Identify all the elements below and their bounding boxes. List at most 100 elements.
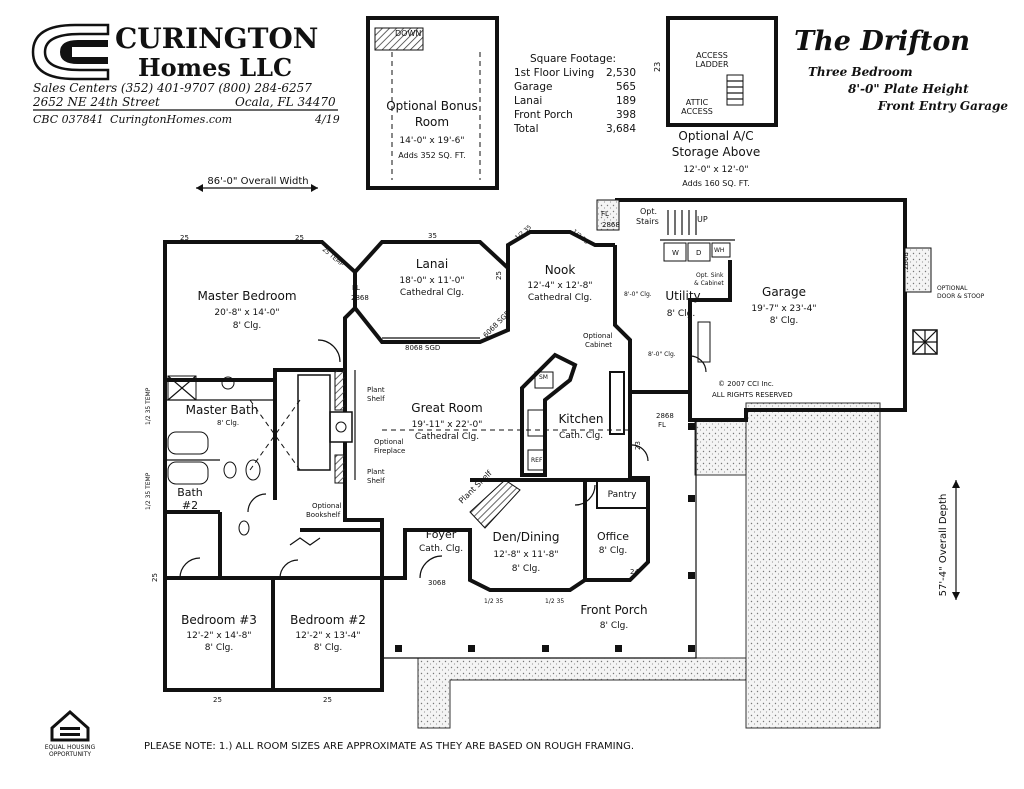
front-door-label: 3068 xyxy=(428,579,446,587)
company-address: 2652 NE 24th Street xyxy=(32,95,160,109)
ceiling-height-label: 8'-0" Clg. xyxy=(648,351,676,358)
utility-name: Utility xyxy=(665,289,700,303)
sqft-row-value: 3,684 xyxy=(606,123,636,135)
optional-door-label: OPTIONAL xyxy=(937,285,968,292)
overall-width-dimension xyxy=(196,184,318,192)
sqft-row-label: Front Porch xyxy=(514,109,573,121)
company-name-line2: Homes LLC xyxy=(138,53,292,82)
company-license: CBC 037841 xyxy=(33,113,104,126)
optional-cabinet-label: Cabinet xyxy=(585,341,612,349)
window-size: 1/2 35 xyxy=(484,598,503,605)
bedroom2-size: 12'-2" x 13'-4" xyxy=(295,631,360,641)
den-dining-name: Den/Dining xyxy=(492,530,559,544)
door-label: 2868 xyxy=(656,412,674,420)
master-bath-ceiling: 8' Clg. xyxy=(217,419,239,427)
window-size: 25 xyxy=(323,696,332,704)
sliding-door-label: 8068 SGD xyxy=(405,344,440,352)
optional-fireplace-label: Optional xyxy=(374,438,404,446)
optional-door-label: DOOR & STOOP xyxy=(937,293,985,300)
bath2-name: Bath xyxy=(177,486,203,499)
company-city: Ocala, FL 34470 xyxy=(235,95,336,109)
plant-shelf-label: Shelf xyxy=(367,395,385,403)
plan-title: The Drifton xyxy=(794,26,970,57)
window-size: 25 xyxy=(295,234,304,242)
driveway xyxy=(745,402,881,729)
opt-stairs-label: Stairs xyxy=(636,217,659,226)
master-bedroom-ceiling: 8' Clg. xyxy=(233,321,261,331)
plan-spec-plate-height: 8'-0" Plate Height xyxy=(848,82,969,96)
kitchen-ceiling: Cath. Clg. xyxy=(559,431,603,441)
front-porch-ceiling: 8' Clg. xyxy=(600,621,628,631)
bedroom3-name: Bedroom #3 xyxy=(181,613,257,627)
stairs-up-label: UP xyxy=(697,215,708,224)
garage-ceiling: 8' Clg. xyxy=(770,316,798,326)
sqft-row-label: Garage xyxy=(514,81,552,93)
overall-width-label: 86'-0" Overall Width xyxy=(207,176,308,187)
plant-shelf-label: Shelf xyxy=(367,477,385,485)
window-size: 24 xyxy=(630,568,639,576)
ac-window-dim: 23 xyxy=(653,62,662,72)
opt-stairs-label: Opt. xyxy=(640,207,657,216)
door-label: 2868 xyxy=(602,221,620,229)
equal-housing-logo xyxy=(50,709,90,742)
pantry-name: Pantry xyxy=(608,490,637,500)
great-room-name: Great Room xyxy=(411,401,482,415)
sqft-row-value: 2,530 xyxy=(606,67,636,79)
bath2-number: #2 xyxy=(182,499,198,512)
opt-sink-label: Opt. Sink xyxy=(696,272,724,279)
window-size: 25 xyxy=(151,573,159,582)
window-size: 25 xyxy=(495,271,503,280)
bonus-room-label1: Optional Bonus xyxy=(386,99,478,113)
ac-storage-adds: Adds 160 SQ. FT. xyxy=(682,179,749,188)
plant-shelf-label: Plant xyxy=(367,386,385,394)
nook-ceiling: Cathedral Clg. xyxy=(528,293,592,303)
foyer-name: Foyer xyxy=(426,528,457,541)
garage-name: Garage xyxy=(762,285,806,299)
plan-spec-garage: Front Entry Garage xyxy=(877,99,1008,113)
den-dining-size: 12'-8" x 11'-8" xyxy=(493,550,558,560)
ac-storage-label1: Optional A/C xyxy=(678,129,753,143)
microwave-label: SM xyxy=(539,374,548,381)
utility-ceiling: 8' Clg. xyxy=(667,309,695,319)
foyer-ceiling: Cath. Clg. xyxy=(419,544,463,554)
great-room-ceiling: Cathedral Clg. xyxy=(415,432,479,442)
equal-housing-label: OPPORTUNITY xyxy=(49,751,91,758)
water-heater-label: WH xyxy=(714,247,724,254)
bedroom3-ceiling: 8' Clg. xyxy=(205,643,233,653)
optional-bookshelf-label: Bookshelf xyxy=(306,511,341,519)
attic-access-label1: ATTIC xyxy=(686,98,709,107)
ac-storage-inset: ACCESS LADDER ATTIC ACCESS 23 xyxy=(653,16,778,127)
lanai-ceiling: Cathedral Clg. xyxy=(400,288,464,298)
company-phone-line: Sales Centers (352) 401-9707 (800) 284-6… xyxy=(33,81,312,95)
bonus-down-label: DOWN xyxy=(395,29,421,38)
plant-shelf-label: Plant xyxy=(367,468,385,476)
plan-date: 4/19 xyxy=(314,113,340,126)
kitchen-name: Kitchen xyxy=(558,412,603,426)
floor-plan xyxy=(163,198,938,692)
ac-storage-label2: Storage Above xyxy=(672,145,760,159)
sqft-row-label: 1st Floor Living xyxy=(514,67,594,79)
optional-bookshelf-label: Optional xyxy=(312,502,342,510)
great-room-size: 19'-11" x 22'-0" xyxy=(412,420,483,430)
washer-label: W xyxy=(672,249,679,257)
ceiling-height-label: 8'-0" Clg. xyxy=(624,291,652,298)
plan-spec-bedrooms: Three Bedroom xyxy=(808,65,913,79)
company-logo xyxy=(31,23,110,81)
overall-depth-label: 57'-4" Overall Depth xyxy=(938,494,949,597)
front-walkway xyxy=(417,657,747,729)
fixed-light-label: FL xyxy=(601,210,609,218)
footer-note: PLEASE NOTE: 1.) ALL ROOM SIZES ARE APPR… xyxy=(144,741,634,752)
sqft-row-value: 565 xyxy=(616,81,636,93)
front-porch-name: Front Porch xyxy=(580,603,647,617)
copyright-line2: ALL RIGHTS RESERVED xyxy=(712,391,793,399)
window-size: 25 xyxy=(213,696,222,704)
door-label: 2868 xyxy=(902,252,910,270)
window-size: 1/2 35 TEMP xyxy=(145,472,152,510)
sqft-row-value: 398 xyxy=(616,109,636,121)
bonus-room-size: 14'-0" x 19'-6" xyxy=(399,136,464,146)
ac-ladder-label2: LADDER xyxy=(695,60,728,69)
window-size: 1/2 35 TEMP xyxy=(145,387,152,425)
office-name: Office xyxy=(597,530,629,543)
sqft-row-value: 189 xyxy=(616,95,636,107)
